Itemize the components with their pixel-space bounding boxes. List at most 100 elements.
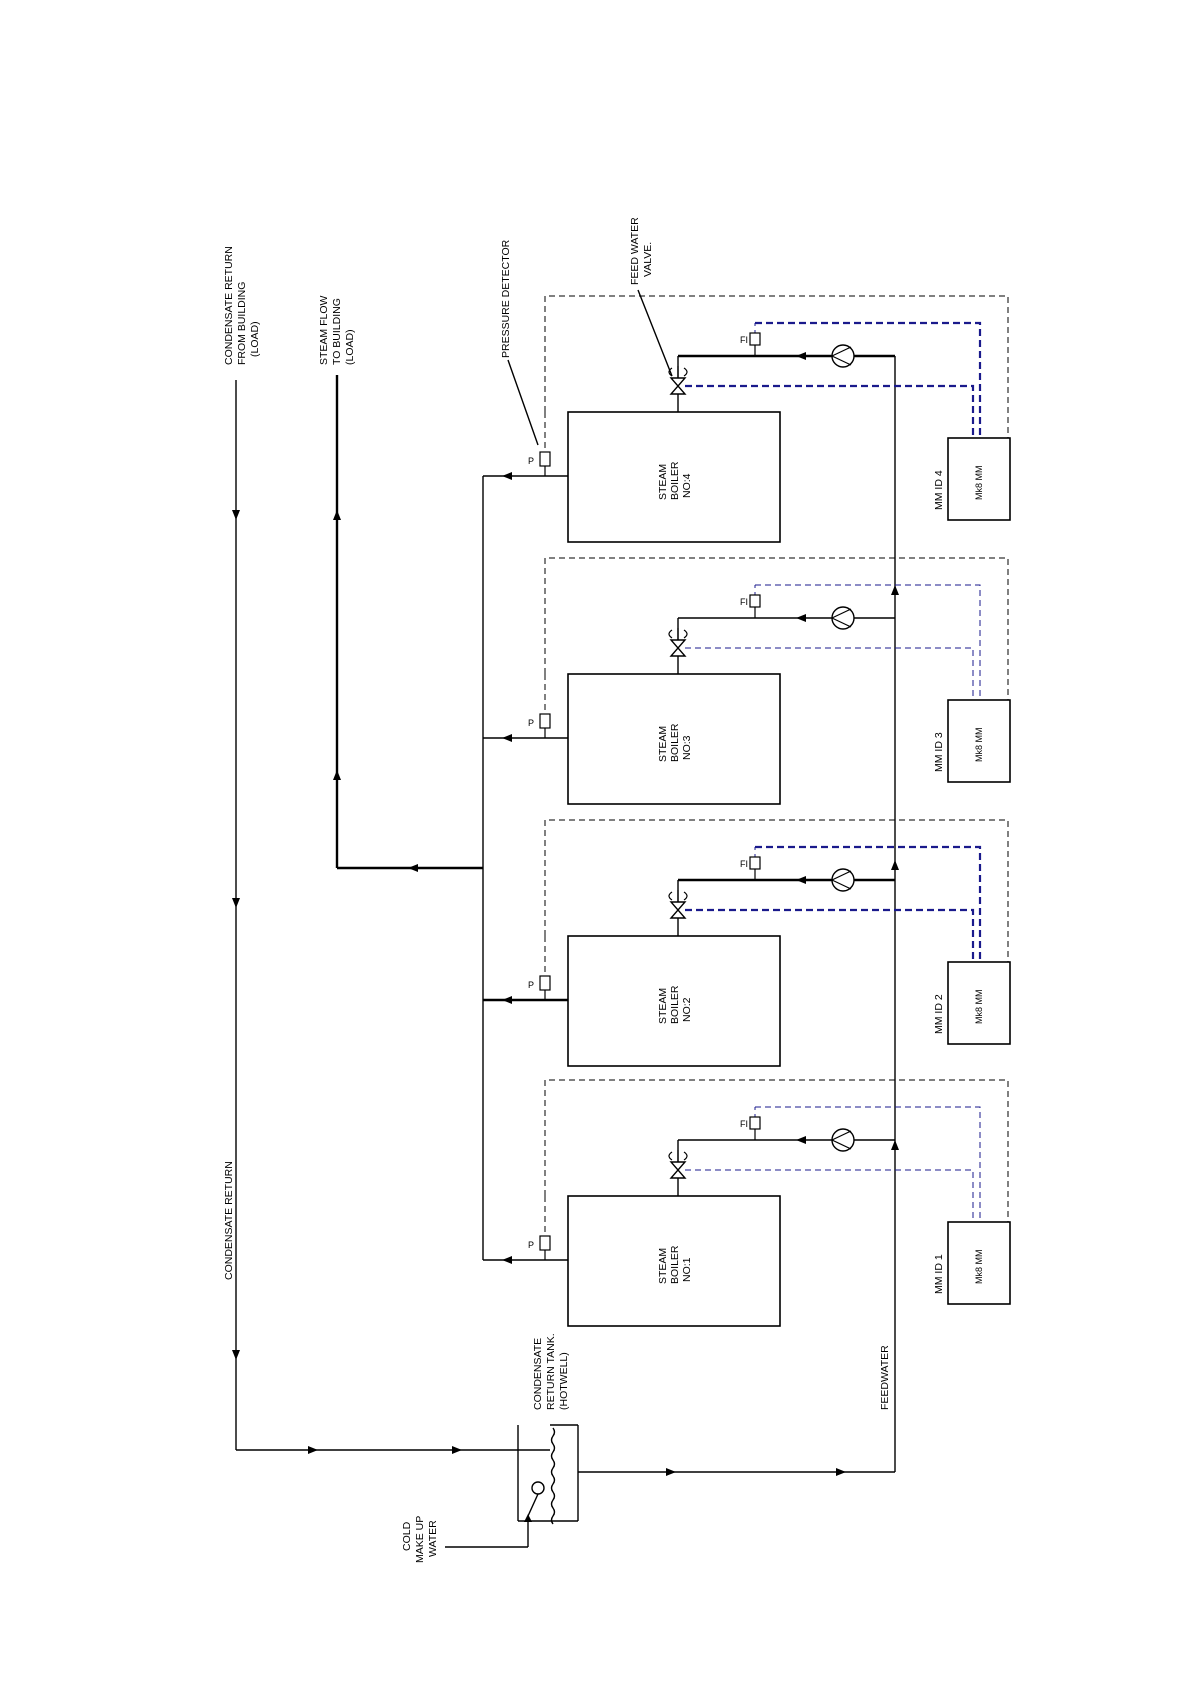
- pressure-detector: P: [528, 674, 551, 738]
- label-feed-water-valve: FEED WATER VALVE.: [629, 217, 654, 285]
- valve-control-link: [685, 384, 975, 438]
- label-cold-make-up-water: COLD MAKE UP WATER: [401, 1516, 439, 1563]
- feed-water-valve-icon: [668, 628, 688, 657]
- flow-indicator-tag: FI: [740, 335, 748, 345]
- mm-model-text: Mk8 MM: [974, 728, 984, 763]
- flow-arrow-left: [408, 864, 418, 872]
- label-line: VALVE.: [642, 242, 654, 277]
- label-pressure-detector: PRESSURE DETECTOR: [500, 239, 512, 358]
- flow-arrow-right: [308, 1446, 318, 1454]
- flow-arrow-up: [891, 585, 899, 595]
- flow-arrow-up: [891, 860, 899, 870]
- flow-arrow-left: [796, 876, 806, 884]
- flow-arrow-left: [796, 352, 806, 360]
- steam-boiler-box: [567, 411, 781, 543]
- steam-boiler-box: [567, 673, 781, 805]
- control-signal-line: [544, 557, 1009, 700]
- control-signal-line: [544, 1079, 1009, 1222]
- label-line: CONDENSATE: [532, 1338, 544, 1410]
- label-line: FEED WATER: [629, 217, 641, 285]
- boiler-label-line: BOILER: [669, 461, 681, 500]
- label-line: (LOAD): [249, 321, 261, 357]
- feed-water-valve-leader: [637, 289, 673, 377]
- label-line: CONDENSATE RETURN: [223, 1161, 235, 1280]
- mm-controller-box: [947, 437, 1011, 521]
- label-line: RETURN TANK.: [545, 1333, 557, 1410]
- mm-id-text: MM ID 3: [933, 732, 945, 772]
- flow-indicator-tag: FI: [740, 1119, 748, 1129]
- condensate-return-tank: [517, 1424, 579, 1525]
- flow-arrow-up: [524, 1514, 532, 1522]
- flow-signal-link: [755, 321, 982, 438]
- flow-arrow-left: [502, 996, 512, 1004]
- boiler-label-line: BOILER: [669, 1245, 681, 1284]
- valve-control-link: [685, 908, 975, 962]
- label-line: FROM BUILDING: [236, 282, 248, 365]
- pressure-tag: P: [528, 456, 534, 466]
- flow-signal-link: [755, 845, 982, 962]
- mm-controller-box: [947, 961, 1011, 1045]
- boiler-label-line: BOILER: [669, 723, 681, 762]
- label-line: (LOAD): [344, 329, 356, 365]
- float-valve-icon: [531, 1481, 545, 1495]
- boiler-label-line: STEAM: [657, 726, 669, 762]
- flow-arrow-up: [333, 770, 341, 780]
- mm-model-text: Mk8 MM: [974, 990, 984, 1025]
- flow-arrow-down: [232, 898, 240, 908]
- flow-arrow-up: [333, 510, 341, 520]
- label-condensate-return: CONDENSATE RETURN: [223, 1161, 235, 1280]
- boiler-label-line: NO:3: [681, 735, 693, 760]
- label-line: FEEDWATER: [879, 1345, 891, 1410]
- mm-model-label: Mk8 MM: [974, 990, 984, 1025]
- mm-model-label: Mk8 MM: [974, 466, 984, 501]
- flow-arrow-left: [796, 1136, 806, 1144]
- mm-id-text: MM ID 2: [933, 994, 945, 1034]
- label-steam-flow-to-building: STEAM FLOW TO BUILDING (LOAD): [318, 295, 356, 365]
- label-feedwater: FEEDWATER: [879, 1345, 891, 1410]
- pressure-tag: P: [528, 718, 534, 728]
- mm-id-label: MM ID 1: [933, 1254, 945, 1294]
- label-line: MAKE UP: [414, 1516, 426, 1563]
- mm-id-text: MM ID 1: [933, 1254, 945, 1294]
- feed-pump-icon: [831, 606, 855, 630]
- flow-arrow-down: [232, 1350, 240, 1360]
- boiler-label-line: NO:1: [681, 1257, 693, 1282]
- mm-id-text: MM ID 4: [933, 470, 945, 510]
- flow-indicator-tag: FI: [740, 859, 748, 869]
- pressure-tag: P: [528, 980, 534, 990]
- label-line: (HOTWELL): [558, 1352, 570, 1410]
- feed-water-valve-icon: [668, 890, 688, 919]
- flow-arrow-left: [796, 614, 806, 622]
- tank-water-level: [550, 1427, 556, 1525]
- mm-controller-box: [947, 699, 1011, 783]
- flow-arrow-right: [836, 1468, 846, 1476]
- feed-pump-icon: [831, 868, 855, 892]
- flow-indicator: FI: [740, 594, 761, 618]
- flow-signal-link: [755, 1106, 981, 1222]
- label-condensate-return-from-building: CONDENSATE RETURN FROM BUILDING (LOAD): [223, 246, 261, 365]
- mm-model-text: Mk8 MM: [974, 466, 984, 501]
- mm-id-label: MM ID 4: [933, 470, 945, 510]
- boiler-label-line: BOILER: [669, 985, 681, 1024]
- flow-indicator: FI: [740, 856, 761, 880]
- valve-control-link: [685, 1169, 974, 1222]
- steam-boiler-box: [567, 935, 781, 1067]
- feed-pump-icon: [831, 344, 855, 368]
- flow-arrow-right: [452, 1446, 462, 1454]
- pressure-detector: P: [528, 1196, 551, 1260]
- steam-boiler-box: [567, 1195, 781, 1327]
- mm-controller-box: [947, 1221, 1011, 1305]
- feed-pump-icon: [831, 1128, 855, 1152]
- pressure-detector: P: [528, 936, 551, 1000]
- label-line: CONDENSATE RETURN: [223, 246, 235, 365]
- mm-model-label: Mk8 MM: [974, 728, 984, 763]
- label-line: PRESSURE DETECTOR: [500, 239, 512, 358]
- flow-signal-link: [755, 584, 981, 700]
